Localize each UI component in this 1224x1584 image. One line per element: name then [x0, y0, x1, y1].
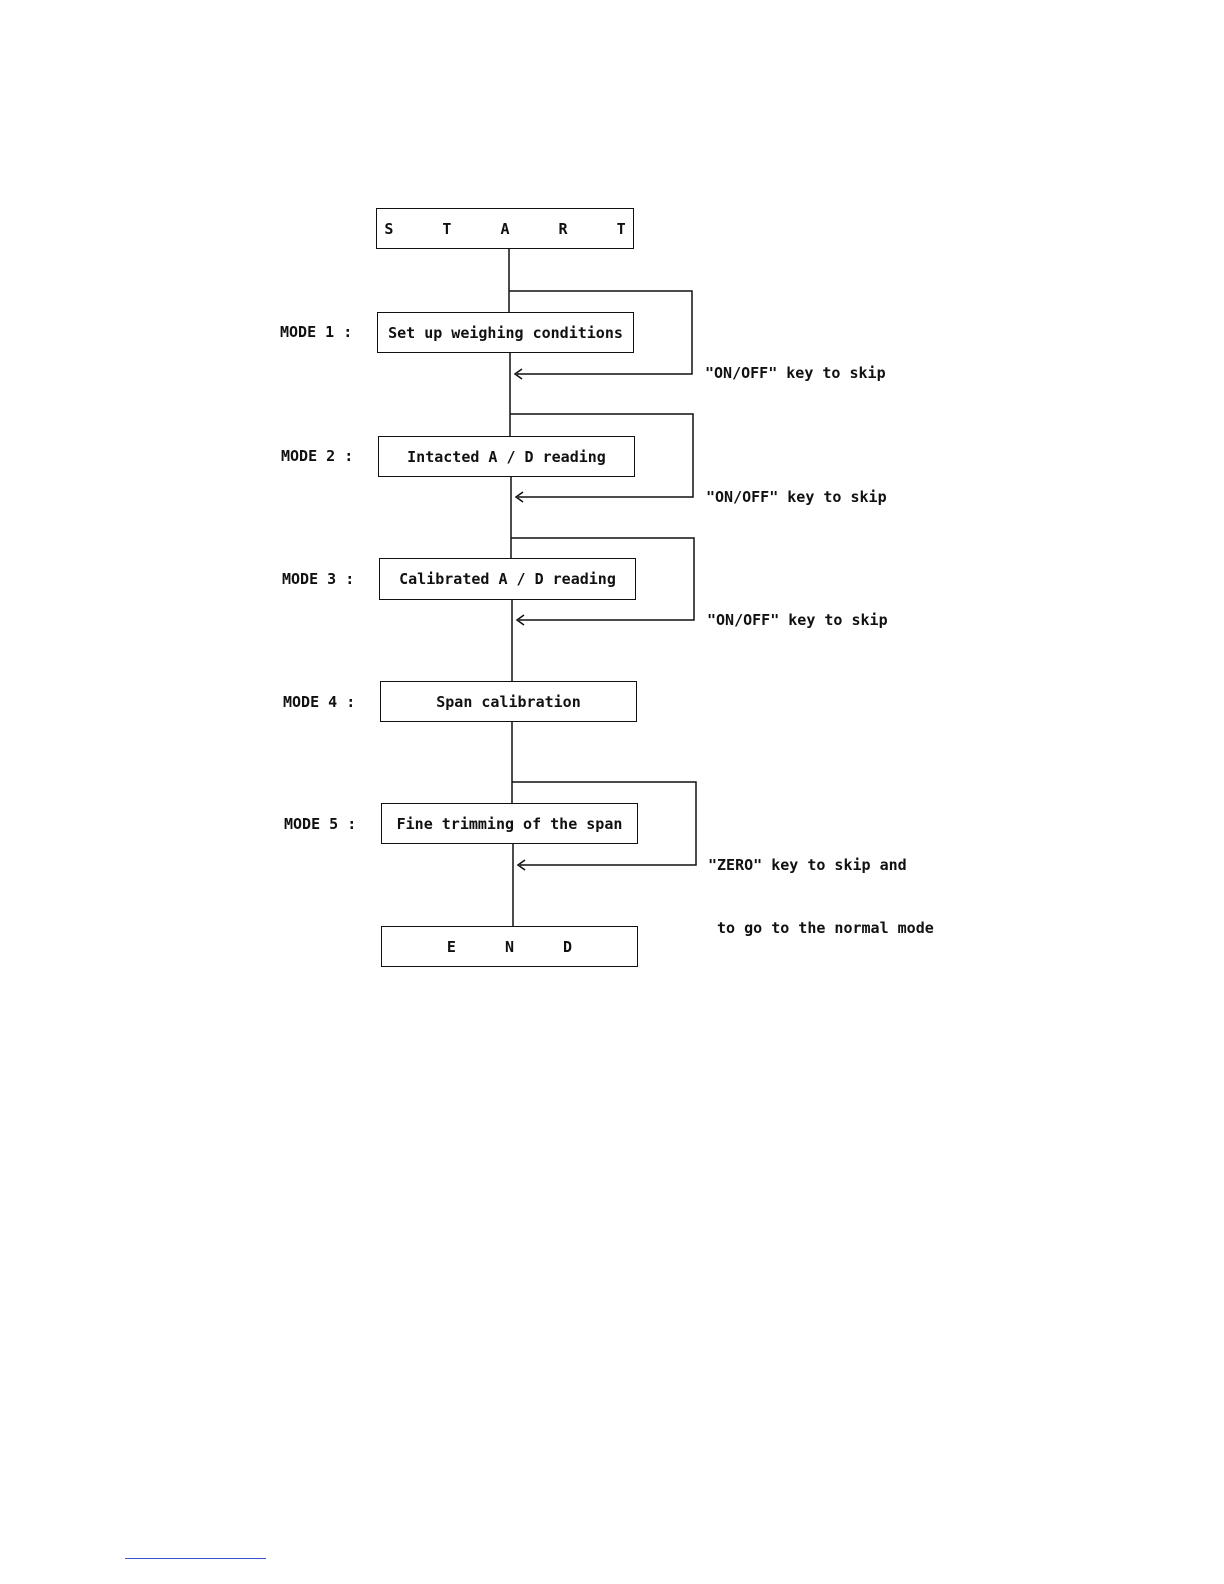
- mode-2-step: Intacted A / D reading: [407, 447, 606, 466]
- mode-5-label: MODE 5 :: [284, 815, 357, 833]
- mode-1-box: Set up weighing conditions: [377, 312, 634, 353]
- mode-3-skip-line: "ON/OFF" key to skip: [707, 611, 888, 629]
- mode-1-step: Set up weighing conditions: [388, 323, 623, 342]
- mode-5-skip-note: "ZERO" key to skip and to go to the norm…: [708, 813, 934, 960]
- mode-3-skip-note: "ON/OFF" key to skip: [707, 568, 888, 652]
- mode-2-label: MODE 2 :: [281, 447, 354, 465]
- skip-loop-mode1: [509, 290, 693, 375]
- mode-5-skip-line-2: to go to the normal mode: [708, 919, 934, 937]
- skip-arrow-mode2: [514, 491, 524, 503]
- mode-3-step: Calibrated A / D reading: [399, 570, 616, 588]
- skip-loop-mode5: [512, 781, 697, 866]
- end-label: E N D: [446, 937, 593, 956]
- mode-4-box: Span calibration: [380, 681, 637, 722]
- mode-5-box: Fine trimming of the span: [381, 803, 638, 844]
- end-box: E N D: [381, 926, 638, 967]
- skip-arrow-mode1: [513, 368, 523, 380]
- skip-arrow-mode3: [515, 614, 525, 626]
- mode-1-skip-line: "ON/OFF" key to skip: [705, 364, 886, 382]
- skip-loop-mode2: [510, 413, 694, 498]
- start-box: S T A R T: [376, 208, 634, 249]
- mode-5-step: Fine trimming of the span: [396, 814, 623, 833]
- skip-arrow-mode5: [516, 859, 526, 871]
- mode-3-box: Calibrated A / D reading: [379, 558, 636, 600]
- mode-2-skip-note: "ON/OFF" key to skip: [706, 445, 887, 529]
- mode-3-label: MODE 3 :: [282, 570, 355, 588]
- start-label: S T A R T: [384, 219, 646, 238]
- mode-1-skip-note: "ON/OFF" key to skip: [705, 321, 886, 405]
- mode-2-box: Intacted A / D reading: [378, 436, 635, 477]
- mode-5-skip-line-1: "ZERO" key to skip and: [708, 856, 907, 874]
- mode-4-step: Span calibration: [436, 692, 581, 711]
- mode-4-label: MODE 4 :: [283, 693, 356, 711]
- footer-rule: [125, 1558, 266, 1559]
- mode-2-skip-line: "ON/OFF" key to skip: [706, 488, 887, 506]
- skip-loop-mode3: [511, 537, 695, 621]
- mode-1-label: MODE 1 :: [280, 323, 353, 341]
